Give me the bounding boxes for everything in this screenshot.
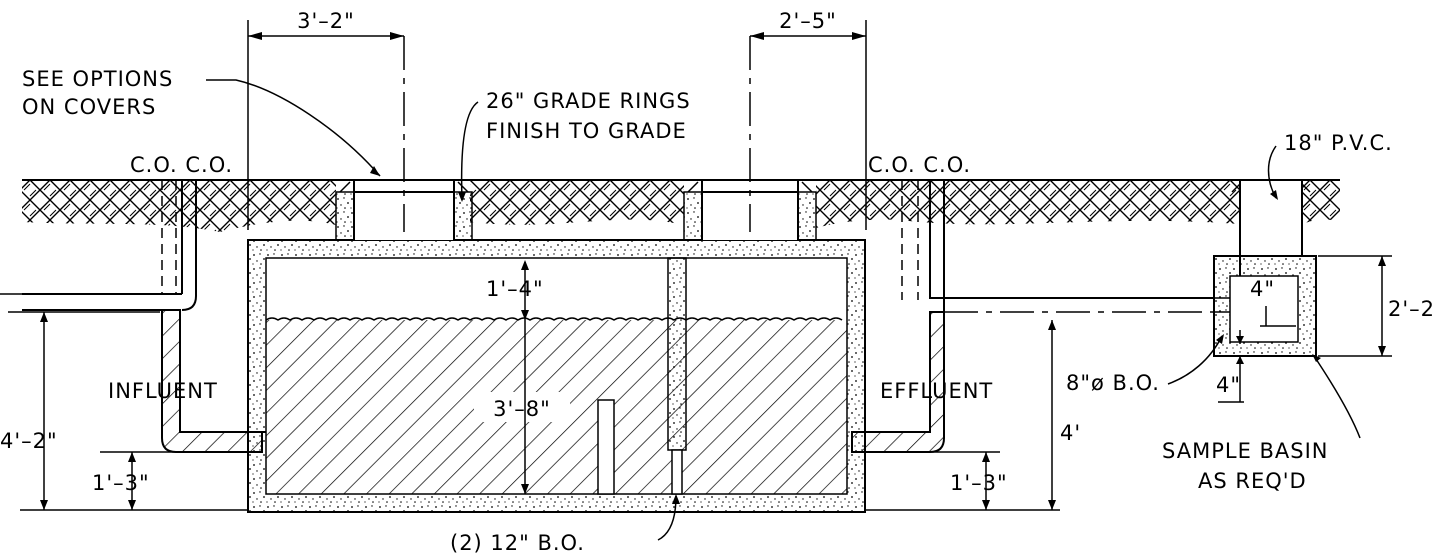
soil-band-left	[22, 180, 336, 232]
label-bo-8: 8"ø B.O.	[1066, 371, 1160, 395]
label-sample-basin-2: AS REQ'D	[1198, 469, 1307, 493]
soil-band-middle	[470, 180, 684, 225]
label-grade-rings-2: FINISH TO GRADE	[486, 119, 687, 143]
annotations: 3'–2" 2'–5" SEE OPTIONS ON COVERS 26" GR…	[0, 9, 1435, 555]
dim-liquid-depth: 3'–8"	[493, 397, 551, 421]
label-influent: INFLUENT	[108, 379, 218, 403]
label-effluent: EFFLUENT	[880, 379, 993, 403]
soil-band-far-right	[1302, 180, 1340, 224]
dim-outlet-depth: 4'	[1060, 421, 1081, 445]
label-bo-12: (2) 12" B.O.	[450, 531, 585, 555]
septic-tank	[247, 239, 866, 513]
soil-band-right	[816, 180, 1240, 228]
baffle	[597, 399, 615, 495]
liquid-surface	[265, 317, 843, 321]
label-see-options-2: ON COVERS	[22, 95, 156, 119]
label-co-left: C.O. C.O.	[130, 153, 233, 177]
outlet-piping	[851, 180, 1214, 453]
sample-basin	[1213, 180, 1317, 357]
dim-airspace: 1'–4"	[486, 277, 544, 301]
dim-inlet-invert-left: 1'–3"	[92, 471, 150, 495]
label-sample-basin-1: SAMPLE BASIN	[1162, 439, 1329, 463]
dimension-lines	[8, 20, 1392, 511]
partition-wall	[667, 257, 687, 451]
dim-basin-wall-top: 4"	[1250, 277, 1275, 301]
dim-top-left: 3'–2"	[297, 9, 355, 33]
dim-top-right: 2'–5"	[779, 9, 837, 33]
inlet-pipe	[161, 309, 263, 453]
label-grade-rings-1: 26" GRADE RINGS	[486, 89, 691, 113]
dim-basin-wall-bottom: 4"	[1216, 373, 1241, 397]
label-pvc: 18" P.V.C.	[1284, 131, 1393, 155]
label-co-right: C.O. C.O.	[868, 153, 971, 177]
inlet-piping	[0, 180, 266, 453]
dim-inlet-invert-right: 1'–3"	[950, 471, 1008, 495]
label-see-options-1: SEE OPTIONS	[22, 67, 173, 91]
dim-inlet-depth: 4'–2"	[0, 429, 58, 453]
dim-basin-height: 2'–2"	[1388, 297, 1435, 321]
leader-lines	[206, 79, 1361, 541]
ground-surface	[22, 179, 1340, 232]
centerlines	[403, 36, 751, 232]
